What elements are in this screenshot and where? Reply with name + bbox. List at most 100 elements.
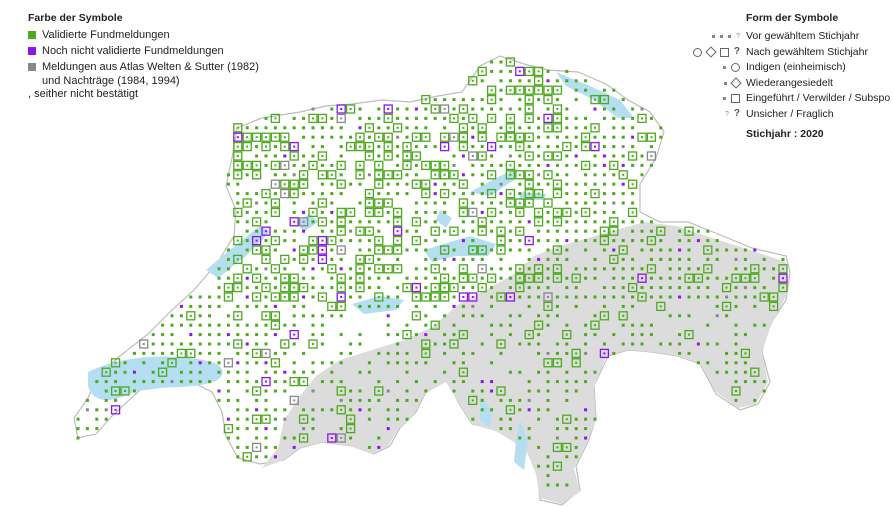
- occurrence-dot: [367, 370, 371, 374]
- occurrence-dot: [631, 239, 635, 243]
- occurrence-square: [270, 113, 281, 124]
- occurrence-square: [289, 273, 299, 283]
- occurrence-dot: [396, 342, 400, 346]
- occurrence-square: [486, 273, 497, 283]
- occurrence-dot: [668, 295, 672, 299]
- occurrence-square: [261, 141, 271, 152]
- occurrence-square-center: [340, 220, 343, 223]
- occurrence-dot: [320, 286, 324, 290]
- occurrence-square-center: [537, 220, 540, 223]
- occurrence-dot: [443, 257, 447, 261]
- occurrence-dot: [508, 239, 512, 243]
- legend-note-1: und Nachträge (1984, 1994): [42, 75, 180, 87]
- occurrence-dot: [452, 323, 456, 327]
- occurrence-dot: [490, 154, 494, 158]
- occurrence-square-center: [490, 98, 493, 101]
- occurrence-dot: [292, 239, 296, 243]
- occurrence-dot: [706, 276, 710, 280]
- occurrence-dot: [85, 427, 89, 431]
- occurrence-dot: [443, 126, 447, 130]
- occurrence-square: [768, 292, 779, 302]
- occurrence-dot: [527, 408, 531, 412]
- occurrence-dot: [367, 417, 371, 421]
- occurrence-dot: [527, 220, 531, 224]
- occurrence-square: [289, 329, 299, 340]
- occurrence-dot: [320, 361, 324, 365]
- occurrence-square-center: [359, 173, 361, 176]
- occurrence-square-center: [321, 220, 324, 223]
- occurrence-dot: [292, 248, 296, 252]
- occurrence-square: [336, 273, 346, 283]
- occurrence-dot: [264, 398, 268, 402]
- occurrence-square-center: [255, 220, 258, 223]
- occurrence-square-center: [462, 202, 465, 204]
- occurrence-dot: [377, 398, 381, 402]
- occurrence-dot: [584, 370, 588, 374]
- lake-maggiore: [480, 396, 492, 428]
- occurrence-dot: [574, 163, 578, 167]
- occurrence-square-center: [302, 173, 305, 176]
- occurrence-dot: [198, 323, 202, 327]
- occurrence-dot: [292, 342, 296, 346]
- occurrence-dot: [612, 276, 616, 280]
- occurrence-square-center: [368, 202, 371, 204]
- occurrence-square: [468, 76, 478, 86]
- occurrence-dot: [311, 276, 315, 280]
- occurrence-dot: [349, 239, 353, 243]
- occurrence-square: [486, 94, 497, 105]
- occurrence-dot: [320, 314, 324, 318]
- occurrence-square: [345, 104, 356, 114]
- occurrence-square-center: [500, 249, 502, 251]
- occurrence-square: [280, 339, 290, 349]
- occurrence-square-center: [293, 192, 296, 195]
- occurrence-square-center: [415, 136, 418, 139]
- occurrence-dot: [236, 361, 240, 365]
- occurrence-square: [280, 179, 290, 189]
- occurrence-square-center: [443, 108, 446, 110]
- occurrence-dot: [386, 361, 390, 365]
- occurrence-dot: [602, 88, 606, 92]
- occurrence-square-center: [246, 202, 249, 204]
- occurrence-dot: [339, 351, 343, 355]
- occurrence-square: [186, 348, 196, 359]
- occurrence-square: [251, 273, 262, 283]
- occurrence-dot: [734, 380, 738, 384]
- occurrence-dot: [631, 304, 635, 308]
- occurrence-square-center: [349, 108, 352, 110]
- occurrence-dot: [631, 323, 635, 327]
- occurrence-square-center: [528, 117, 531, 120]
- occurrence-square-center: [321, 296, 324, 298]
- small-question-icon: ?: [724, 110, 729, 118]
- occurrence-dot: [659, 239, 663, 243]
- occurrence-dot: [565, 192, 569, 196]
- occurrence-square: [627, 151, 638, 161]
- occurrence-dot: [386, 333, 390, 337]
- occurrence-square: [251, 292, 262, 302]
- occurrence-square-center: [321, 258, 324, 261]
- occurrence-dot: [433, 257, 437, 261]
- occurrence-dot: [452, 333, 456, 337]
- occurrence-square-center: [359, 277, 361, 280]
- occurrence-dot: [245, 276, 249, 280]
- occurrence-dot: [236, 192, 240, 196]
- occurrence-dot: [405, 107, 409, 111]
- occurrence-dot: [292, 445, 296, 449]
- occurrence-dot: [546, 380, 550, 384]
- occurrence-dot: [320, 126, 324, 130]
- occurrence-dot: [490, 201, 494, 205]
- occurrence-square-center: [321, 155, 324, 157]
- occurrence-square-center: [274, 361, 277, 364]
- occurrence-square-center: [518, 211, 521, 214]
- occurrence-square: [458, 198, 469, 208]
- occurrence-dot: [687, 314, 691, 318]
- occurrence-dot: [273, 276, 277, 280]
- occurrence-dot: [292, 173, 296, 177]
- occurrence-square-center: [265, 145, 267, 148]
- occurrence-dot: [311, 361, 315, 365]
- occurrence-dot: [490, 267, 494, 271]
- occurrence-square-center: [556, 446, 559, 449]
- occurrence-square: [383, 170, 393, 180]
- occurrence-square-center: [725, 305, 728, 308]
- occurrence-square-center: [349, 211, 352, 214]
- occurrence-dot: [283, 389, 287, 393]
